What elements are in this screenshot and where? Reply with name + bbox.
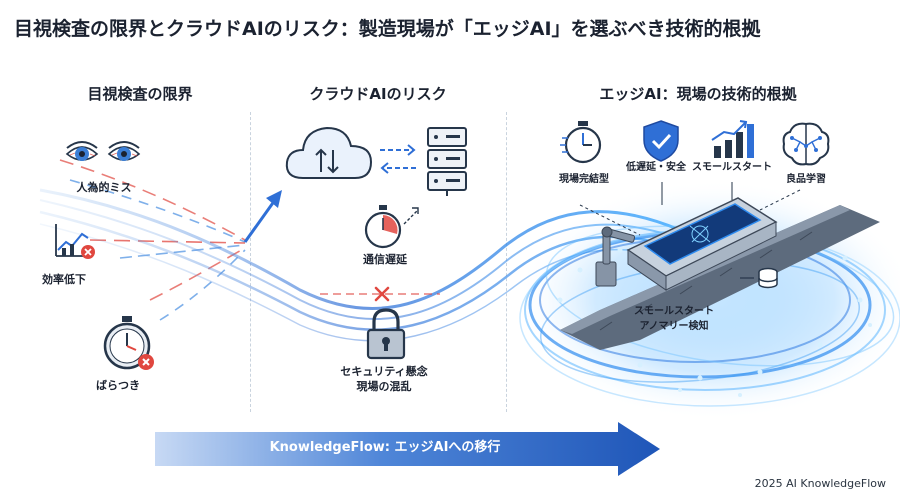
label-variance: ばらつき [96,379,140,392]
label-good-product-learning: 良品学習 [786,174,826,185]
tired-eyes-icon [65,141,141,161]
footer-credit: 2025 AI KnowledgeFlow [754,477,886,490]
label-low-latency-safe: 低遅延・安全 [626,162,686,173]
section-title-visual-inspection: 目視検査の限界 [87,85,193,103]
migration-arrow-label: KnowledgeFlow: エッジAIへの移行 [269,440,501,455]
brain-learning-icon [782,122,830,166]
stopwatch-onsite-icon [560,121,602,164]
stream-lines-left [59,159,246,321]
connector-lines [579,182,801,236]
edge-device-icon [626,197,778,291]
label-security: セキュリティ懸念 [340,365,428,378]
label-small-start-anomaly: スモールスタート アノマリー検知 [634,304,714,334]
growth-bar-icon [711,120,754,158]
server-icon [427,127,467,196]
arrow-to-cloud [243,199,277,243]
blocked-x-icon [374,286,390,302]
sync-arrows-icon [380,144,416,174]
label-onsite-confusion: 現場の混乱 [356,380,412,393]
page-title: 目視検査の限界とクラウドAIのリスク：製造現場が「エッジAI」を選ぶべき技術的根… [14,18,761,40]
efficiency-chart-icon [55,224,95,259]
label-device-small-start: スモールスタート [634,306,714,317]
section-title-cloud-risk: クラウドAIのリスク [309,85,447,103]
label-small-start: スモールスタート [692,162,772,173]
section-title-edge-ai: エッジAI：現場の技術的根拠 [599,85,797,103]
bottom-arrow [155,422,660,476]
label-onsite-complete: 現場完結型 [559,174,609,185]
label-security-and-confusion: セキュリティ懸念 現場の混乱 [340,364,427,394]
robot-arm-icon [595,226,636,287]
stopwatch-icon [103,316,154,370]
label-anomaly-detection: アノマリー検知 [639,321,709,332]
lock-icon [366,308,406,360]
label-efficiency-drop: 効率低下 [42,273,86,286]
database-icon [758,267,778,289]
cloud-icon [285,126,373,179]
label-human-error: 人為的ミス [76,181,132,194]
label-latency: 通信遅延 [363,253,407,266]
arrow-to-cloud-head [266,190,282,208]
shield-icon [643,120,679,162]
latency-timer-icon [364,205,419,249]
